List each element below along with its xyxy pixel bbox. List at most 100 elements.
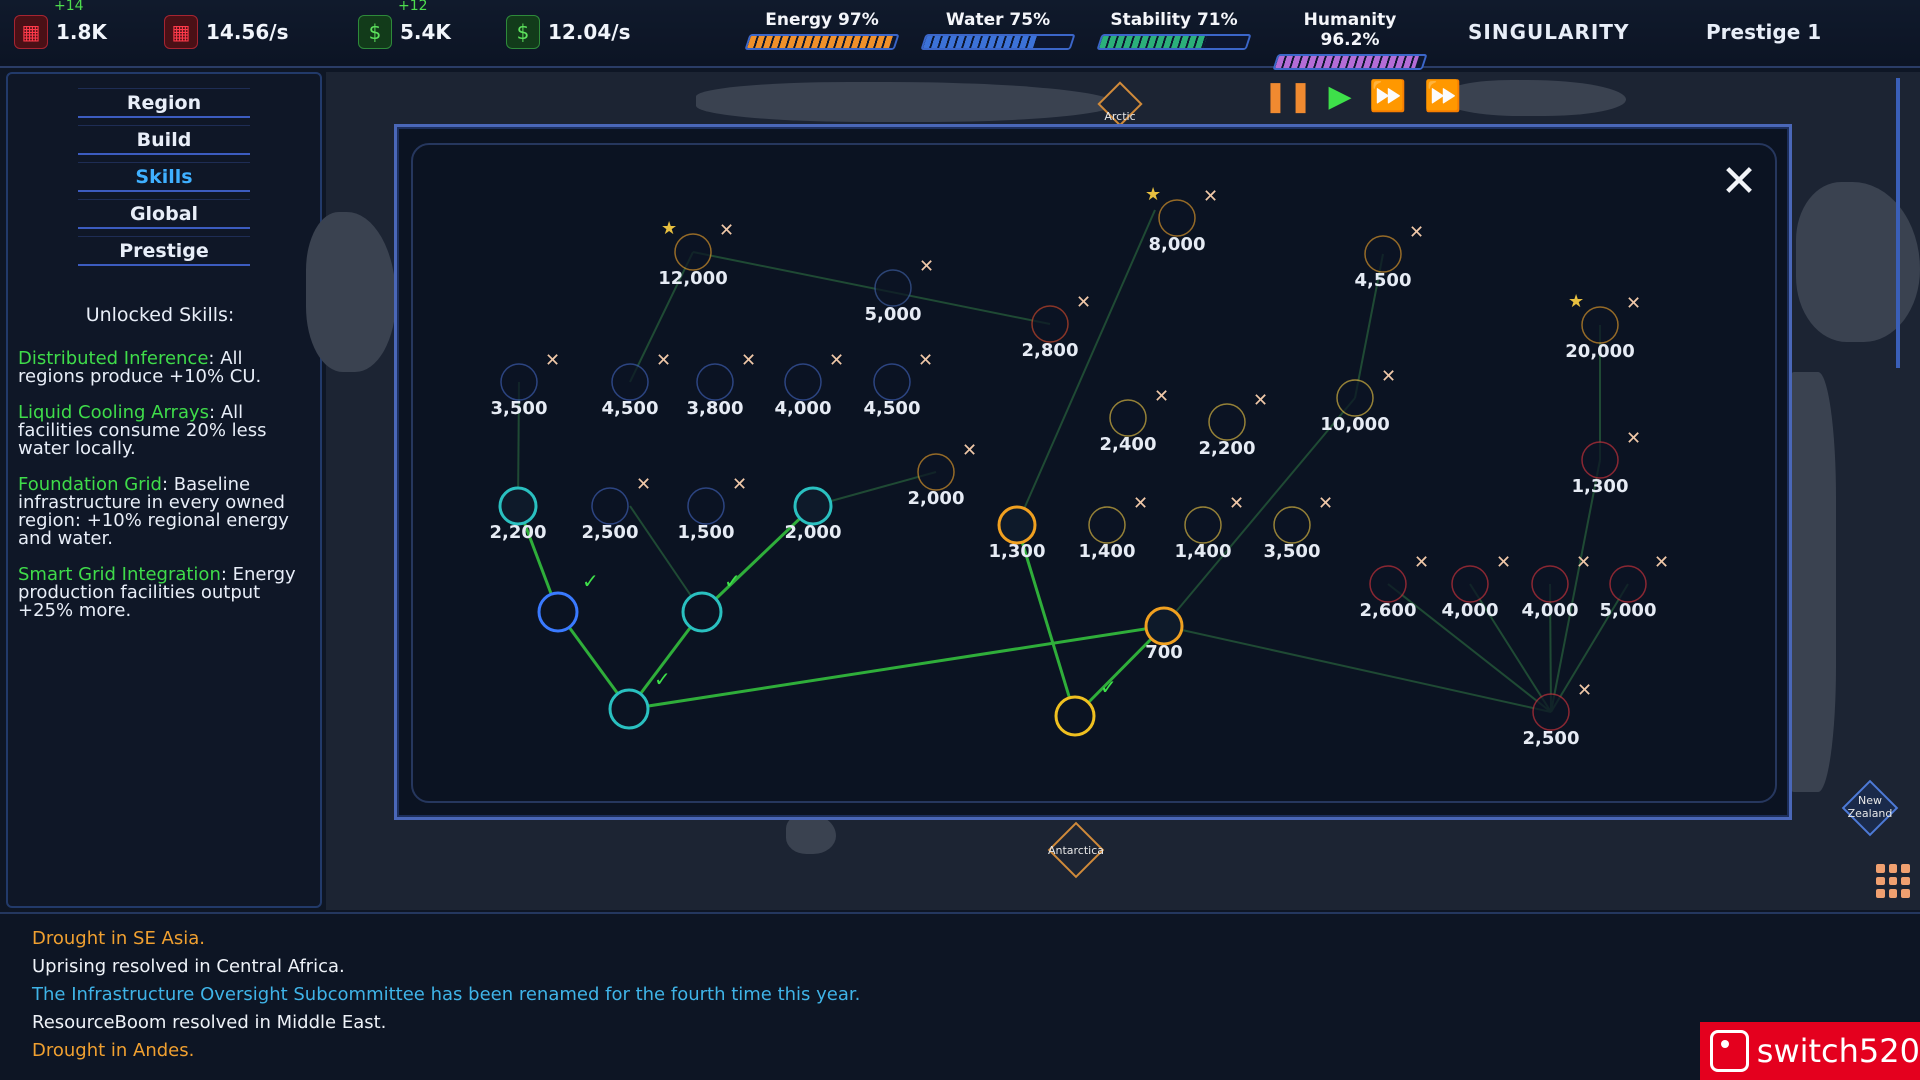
skill-icon <box>1609 565 1647 603</box>
skill-node[interactable]: ✕ 5,000 <box>1600 552 1670 621</box>
region-marker-antarctica[interactable]: Antarctica <box>1046 821 1106 879</box>
skill-icon <box>1208 403 1246 441</box>
skill-icon <box>611 363 649 401</box>
skill-cost: 2,500 <box>582 522 639 543</box>
map-scrollbar[interactable] <box>1896 78 1900 368</box>
unlocked-skill-node[interactable] <box>1054 695 1096 737</box>
skill-link <box>1015 524 1077 717</box>
skill-node[interactable]: ✕1,300 <box>1572 428 1642 497</box>
game-mode-label: SINGULARITY <box>1468 20 1630 44</box>
skill-cost: 5,000 <box>1600 600 1657 621</box>
skill-node[interactable]: ✕4,000 <box>775 350 845 419</box>
log-entry: ResourceBoom resolved in Middle East. <box>32 1012 387 1033</box>
skill-link <box>1387 583 1552 713</box>
region-marker-arctic[interactable]: Arctic <box>1096 81 1144 127</box>
skill-cost: 2,000 <box>785 522 842 543</box>
pause-button[interactable]: ❚❚ <box>1262 78 1314 114</box>
locked-icon: ✕ <box>741 350 756 371</box>
locked-icon: ✕ <box>545 350 560 371</box>
skill-node[interactable]: ✕2,500 <box>1523 680 1593 749</box>
watermark-text: switch520 <box>1756 1032 1920 1070</box>
skill-icon <box>1336 379 1374 417</box>
unlocked-skill-node[interactable] <box>608 688 650 730</box>
nav-region[interactable]: Region <box>78 88 250 118</box>
skill-node[interactable]: ✕2,800 <box>1022 292 1092 361</box>
skill-link <box>517 381 520 507</box>
skill-node[interactable]: ✕1,400 <box>1175 493 1245 562</box>
skill-cost: 5,000 <box>865 304 922 325</box>
skill-node[interactable]: ✕3,500 <box>491 350 561 419</box>
nav-prestige[interactable]: Prestige <box>78 236 250 266</box>
skill-node[interactable]: ✕ 2,200 <box>1199 390 1269 459</box>
skill-node[interactable]: ✕ 1,400 <box>1079 493 1149 562</box>
skill-icon <box>1158 199 1196 237</box>
skill-cost: 20,000 <box>1565 341 1634 362</box>
skill-node[interactable]: 2,000 <box>785 486 842 543</box>
close-icon[interactable]: ✕ <box>1720 156 1758 207</box>
skill-node[interactable]: ✕10,000 <box>1320 366 1396 435</box>
skill-link <box>1550 583 1629 713</box>
prestige-level: Prestige 1 <box>1706 20 1822 44</box>
unlocked-skill-node[interactable] <box>681 591 723 633</box>
skill-node[interactable]: ✕2,000 <box>908 440 978 509</box>
skill-link <box>1016 209 1156 526</box>
locked-icon: ✕ <box>1576 552 1591 573</box>
skill-node[interactable]: ✕4,000 <box>1522 552 1592 621</box>
skill-cost: 2,600 <box>1360 600 1417 621</box>
locked-icon: ✕ <box>1253 390 1268 411</box>
nav-global[interactable]: Global <box>78 199 250 229</box>
skill-cost: 4,500 <box>864 398 921 419</box>
skill-cost: 2,200 <box>1199 438 1256 459</box>
locked-icon: ✕ <box>732 474 747 495</box>
grid-menu-icon[interactable] <box>1876 864 1910 898</box>
skill-node[interactable]: ✕★20,000 <box>1565 291 1641 362</box>
locked-icon: ✕ <box>919 256 934 277</box>
skill-node[interactable]: ✕2,500 <box>582 474 652 543</box>
skill-link <box>1354 253 1384 399</box>
skill-cost: 1,400 <box>1079 541 1136 562</box>
skill-icon <box>1144 606 1184 646</box>
region-marker-new-zealand[interactable]: New Zealand <box>1841 779 1899 837</box>
landmass <box>1446 80 1626 116</box>
fast-forward-button[interactable]: ⏩ <box>1369 78 1407 114</box>
skill-node[interactable]: 700 <box>1144 606 1184 663</box>
locked-icon: ✕ <box>1154 386 1169 407</box>
region-label: Arctic <box>1104 110 1136 123</box>
skill-node[interactable]: ✕3,800 <box>687 350 757 419</box>
unlocked-skills-title: Unlocked Skills: <box>85 304 235 326</box>
play-button[interactable]: ▶ <box>1328 78 1352 114</box>
skill-icon <box>1451 565 1489 603</box>
skill-node[interactable]: ✕1,500 <box>678 474 748 543</box>
cash-rate-value: 12.04/s <box>548 20 631 44</box>
check-icon: ✓ <box>582 569 599 593</box>
locked-icon: ✕ <box>1133 493 1148 514</box>
nav-skills[interactable]: Skills <box>78 162 250 192</box>
skill-node[interactable]: ✕2,400 <box>1100 386 1170 455</box>
skill-cost: 2,200 <box>490 522 547 543</box>
nav-build[interactable]: Build <box>78 125 250 155</box>
skill-node[interactable]: ✕4,500 <box>864 350 934 419</box>
skill-node[interactable]: ✕★8,000 <box>1145 184 1218 255</box>
skill-node[interactable]: ✕4,500 <box>602 350 672 419</box>
skill-node[interactable]: ✕ 5,000 <box>865 256 935 325</box>
skill-cost: 2,500 <box>1523 728 1580 749</box>
skill-node[interactable]: 1,300 <box>989 505 1046 562</box>
skill-node[interactable]: ✕4,000 <box>1442 552 1512 621</box>
skill-node[interactable]: ✕4,500 <box>1355 222 1425 291</box>
locked-icon: ✕ <box>962 440 977 461</box>
skill-node[interactable]: ✕2,600 <box>1360 552 1430 621</box>
skill-link <box>692 251 1051 325</box>
skill-node[interactable]: ✕★12,000 <box>658 218 734 289</box>
locked-icon: ✕ <box>1203 186 1218 207</box>
skill-icon <box>1532 693 1570 731</box>
locked-icon: ✕ <box>1654 552 1669 573</box>
skill-node[interactable]: 2,200 <box>490 486 547 543</box>
log-entry: Drought in SE Asia. <box>32 928 205 949</box>
fastest-button[interactable]: ⏩ <box>1424 78 1462 114</box>
unlocked-skill-node[interactable] <box>537 591 579 633</box>
skill-name: Foundation Grid <box>18 474 162 495</box>
skill-node[interactable]: ✕3,500 <box>1264 493 1334 562</box>
skill-icon <box>1581 306 1619 344</box>
skill-icon <box>1581 441 1619 479</box>
skill-icon <box>687 487 725 525</box>
